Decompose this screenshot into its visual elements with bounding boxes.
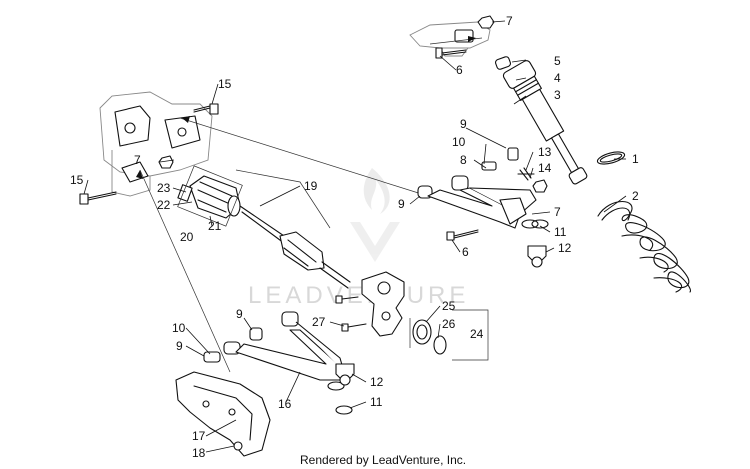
callout-7-upper: 7 bbox=[506, 14, 513, 28]
callout-10-lower: 10 bbox=[172, 321, 186, 335]
callout-12-upper: 12 bbox=[558, 241, 572, 255]
upper-frame-bracket bbox=[409, 21, 491, 57]
cv-drive-shaft bbox=[177, 175, 351, 289]
callout-7-frame: 7 bbox=[134, 153, 141, 167]
callout-labels: 7 5 4 3 6 15 15 7 9 10 8 9 13 14 1 2 7 1… bbox=[70, 14, 639, 460]
callout-6-upper: 6 bbox=[456, 63, 463, 77]
dust-seal-bracket bbox=[177, 165, 331, 229]
coil-spring bbox=[597, 201, 691, 293]
callout-13: 13 bbox=[538, 145, 552, 159]
lower-ball-joint bbox=[335, 363, 355, 386]
callout-2: 2 bbox=[632, 189, 639, 203]
nut-upper-shock bbox=[477, 15, 495, 29]
lower-snap-ring bbox=[335, 405, 353, 415]
bolt-upper-arm-front bbox=[446, 229, 479, 241]
callout-26: 26 bbox=[442, 317, 456, 331]
callout-27: 27 bbox=[312, 315, 326, 329]
hub-group-bracket bbox=[409, 309, 489, 361]
callout-22: 22 bbox=[157, 198, 171, 212]
callout-10-upper: 10 bbox=[452, 135, 466, 149]
callout-14: 14 bbox=[538, 161, 552, 175]
callout-17: 17 bbox=[192, 429, 206, 443]
callout-25: 25 bbox=[442, 299, 456, 313]
callout-9-arm: 9 bbox=[398, 197, 405, 211]
callout-11-lower: 11 bbox=[370, 395, 383, 409]
callout-16: 16 bbox=[278, 397, 292, 411]
callout-5: 5 bbox=[554, 54, 561, 68]
bolt-frame-lower bbox=[79, 191, 117, 205]
upper-a-arm bbox=[417, 175, 539, 229]
snap-ring bbox=[433, 335, 447, 355]
callout-24: 24 bbox=[470, 327, 484, 341]
callout-9-lower-right: 9 bbox=[236, 307, 243, 321]
nut-upper-arm bbox=[532, 179, 548, 193]
steering-knuckle bbox=[361, 271, 405, 337]
watermark: LEADVENTURE bbox=[248, 168, 469, 309]
callout-9-lower-left: 9 bbox=[176, 339, 183, 353]
callout-6-lower: 6 bbox=[462, 245, 469, 259]
watermark-text: LEADVENTURE bbox=[248, 282, 469, 309]
reference-lines bbox=[136, 36, 483, 373]
lower-arm-bushings bbox=[203, 327, 263, 363]
callout-21: 21 bbox=[208, 219, 222, 233]
callout-23: 23 bbox=[157, 181, 171, 195]
o-ring bbox=[596, 151, 626, 165]
callout-20: 20 bbox=[180, 230, 194, 244]
callout-11-upper: 11 bbox=[554, 225, 567, 239]
leader-lines bbox=[83, 20, 627, 453]
callout-1: 1 bbox=[632, 152, 639, 166]
knuckle-bolts bbox=[335, 295, 367, 332]
callout-7-arm: 7 bbox=[554, 205, 561, 219]
callout-19: 19 bbox=[304, 179, 318, 193]
flame-logo bbox=[350, 168, 400, 262]
callout-15-upper: 15 bbox=[218, 77, 232, 91]
bolt-upper-shock bbox=[435, 47, 467, 59]
callout-8: 8 bbox=[460, 153, 467, 167]
upper-ball-joint bbox=[527, 219, 549, 268]
lower-a-arm bbox=[223, 311, 345, 391]
callout-18: 18 bbox=[192, 446, 206, 460]
callout-15-lower: 15 bbox=[70, 173, 84, 187]
callout-12-lower: 12 bbox=[370, 375, 384, 389]
upper-arm-bushings bbox=[481, 147, 519, 171]
wheel-bearing bbox=[412, 319, 432, 345]
nut-frame bbox=[158, 155, 174, 169]
chassis-frame-mount bbox=[99, 91, 213, 197]
footer-credit: Rendered by LeadVenture, Inc. bbox=[300, 453, 466, 467]
callout-4: 4 bbox=[554, 71, 561, 85]
a-arm-guard bbox=[175, 371, 271, 457]
callout-3: 3 bbox=[554, 88, 561, 102]
guard-screw bbox=[233, 441, 243, 451]
bolt-frame-upper bbox=[193, 103, 219, 115]
callout-9-upper: 9 bbox=[460, 117, 467, 131]
shock-absorber bbox=[495, 56, 588, 185]
